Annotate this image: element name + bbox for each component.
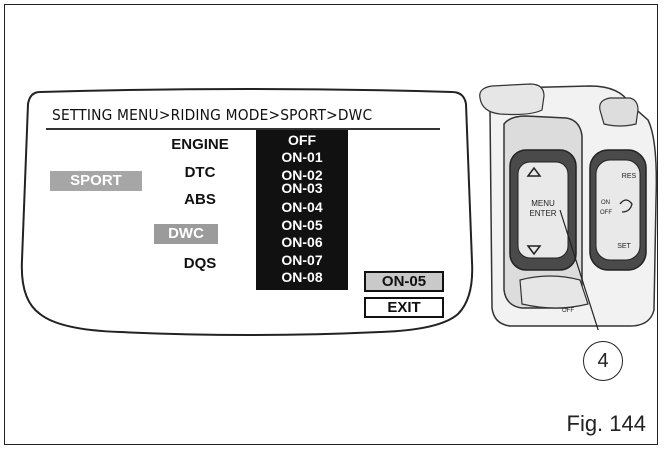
dwc-options-list: OFF ON-01 ON-02 ON-03 ON-04 ON-05 ON-06 … [256,130,348,290]
option-off[interactable]: OFF [288,132,316,148]
enter-label: ENTER [529,209,556,218]
breadcrumb: SETTING MENU>RIDING MODE>SPORT>DWC [52,106,373,124]
menu-label: MENU [531,199,555,208]
submenu-dtc[interactable]: DTC [184,164,216,181]
option-on-02[interactable]: ON-02 [281,167,323,183]
submenu-dqs[interactable]: DQS [183,255,217,272]
submenu-dwc[interactable]: DWC [154,224,218,244]
callout-4: 4 [583,341,623,381]
off-lower-label: OFF [562,308,574,314]
option-on-06[interactable]: ON-06 [281,234,323,250]
exit-button[interactable]: EXIT [364,297,444,318]
option-on-05[interactable]: ON-05 [281,217,323,233]
handlebar-switch-illustration: MENU ENTER RES ON OFF SET OFF [479,83,658,330]
figure-label: Fig. 144 [566,411,647,436]
res-label: RES [622,173,637,180]
submenu-abs[interactable]: ABS [184,191,216,208]
riding-mode-badge: SPORT [50,171,142,191]
option-on-04[interactable]: ON-04 [281,199,323,215]
current-value-button[interactable]: ON-05 [364,271,444,292]
option-on-01[interactable]: ON-01 [281,149,323,165]
on-label: ON [601,200,610,206]
breadcrumb-divider [46,128,440,130]
option-on-08[interactable]: ON-08 [281,269,323,285]
option-on-03[interactable]: ON-03 [281,180,323,196]
option-on-07[interactable]: ON-07 [281,252,323,268]
set-label: SET [617,243,631,250]
submenu-engine[interactable]: ENGINE [171,136,229,153]
off-label: OFF [600,210,612,216]
